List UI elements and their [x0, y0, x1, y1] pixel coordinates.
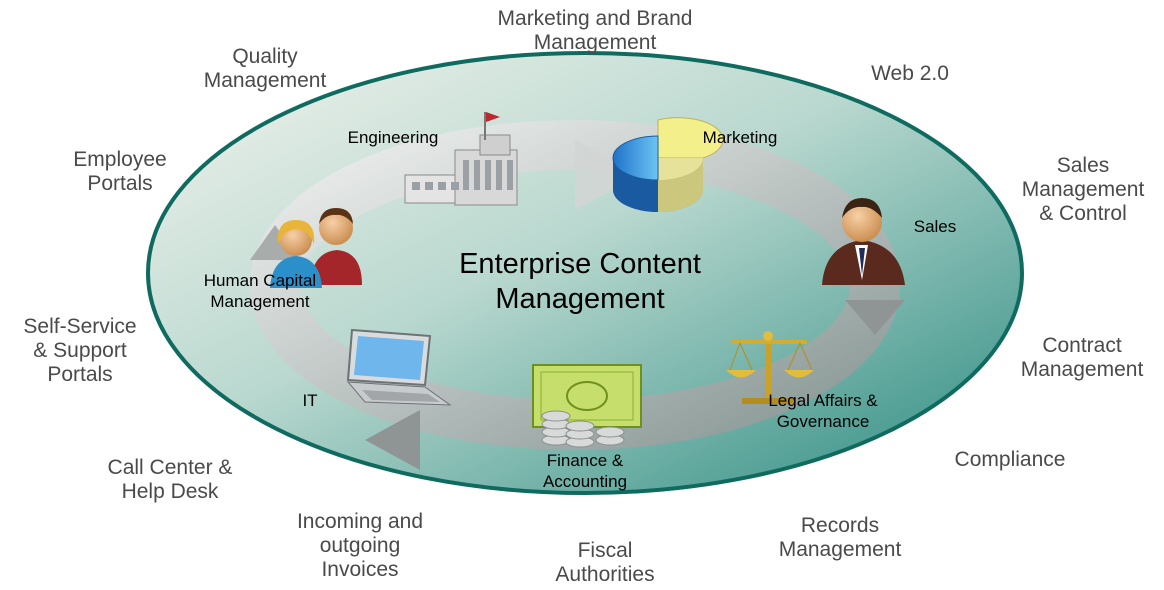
outer-label-quality: Quality Management	[203, 45, 327, 92]
dept-label-legal: Legal Affairs & Governance	[768, 391, 878, 431]
money-icon	[532, 364, 642, 448]
outer-label-call-center: Call Center & Help Desk	[107, 456, 233, 503]
laptop-icon	[346, 328, 452, 406]
center-title: Enterprise Content Management	[459, 248, 701, 315]
outer-label-employee-portals: Employee Portals	[73, 148, 167, 195]
businessman-icon	[822, 198, 905, 285]
people-icon	[270, 208, 362, 288]
outer-label-fiscal: Fiscal Authorities	[555, 539, 655, 586]
factory-icon	[404, 112, 518, 206]
outer-label-self-service: Self-Service & Support Portals	[23, 315, 137, 386]
outer-label-records: Records Management	[778, 514, 902, 561]
outer-label-sales-mgmt: Sales Management & Control	[1021, 154, 1145, 225]
outer-label-web20: Web 2.0	[871, 62, 949, 85]
dept-label-sales: Sales	[913, 217, 957, 236]
dept-label-hcm: Human Capital Management	[203, 271, 317, 311]
pie-chart-icon	[612, 117, 724, 212]
dept-label-it: IT	[302, 391, 318, 410]
scales-icon	[726, 331, 814, 404]
dept-label-finance: Finance & Accounting	[542, 451, 628, 491]
outer-label-invoices: Incoming and outgoing Invoices	[296, 510, 424, 581]
outer-label-contract: Contract Management	[1020, 334, 1144, 381]
outer-label-compliance: Compliance	[954, 448, 1066, 471]
outer-label-marketing-brand: Marketing and Brand Management	[497, 7, 693, 54]
dept-label-engineering: Engineering	[347, 128, 439, 147]
dept-label-marketing: Marketing	[702, 128, 778, 147]
